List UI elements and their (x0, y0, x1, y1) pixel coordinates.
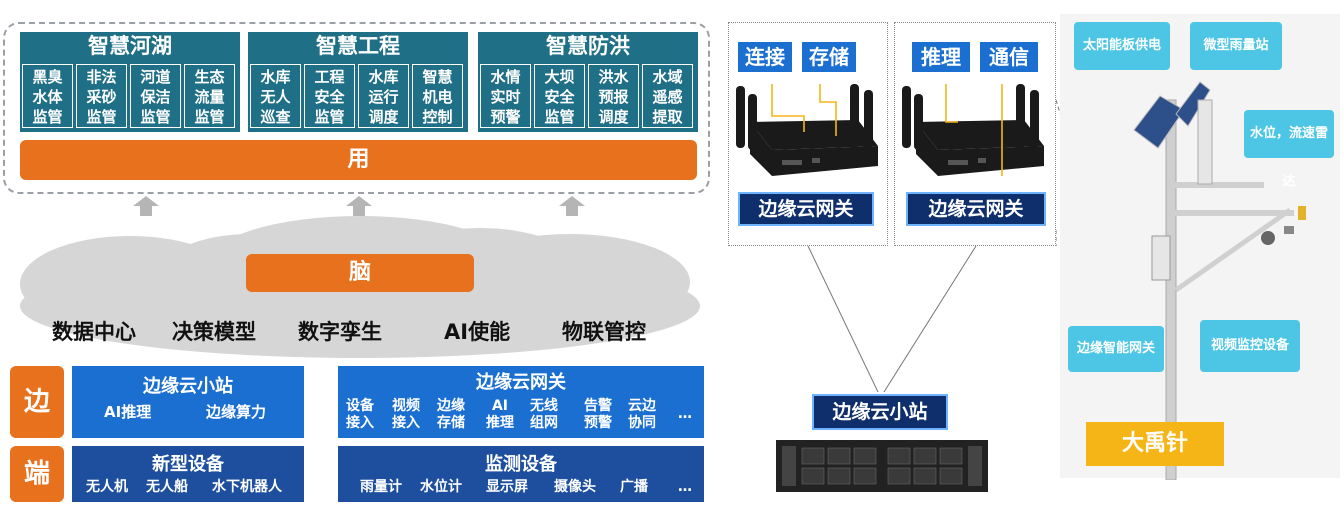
brain-label: 脑 (246, 254, 474, 292)
gateway-item: 无线 组网 (530, 398, 558, 431)
router-icon (902, 84, 1044, 176)
capability-digital-twin: 数字孪生 (298, 320, 382, 344)
app-item: 水库 运行 调度 (358, 64, 409, 128)
gateway-item: 视频 接入 (392, 398, 420, 431)
capability-data-center: 数据中心 (52, 320, 136, 344)
tag-connect: 连接 (736, 40, 794, 74)
edge-gateway-title: 边缘云网关 (476, 372, 566, 393)
app-item: 智慧 机电 控制 (412, 64, 463, 128)
arrow-up-icon (346, 196, 372, 216)
gateway-label-1: 边缘云网关 (738, 192, 874, 226)
callout-solar-power: 太阳能板供电 (1074, 22, 1170, 70)
tag-storage: 存储 (800, 40, 858, 74)
app-group-title: 智慧防洪 (546, 34, 630, 58)
device-item: 无人机 (86, 479, 128, 495)
monitoring-item: 显示屏 (486, 479, 528, 495)
gateway-item: 告警 预警 (584, 398, 612, 431)
pole-name-label: 大禹针 (1086, 422, 1224, 466)
callout-edge-gateway: 边缘智能网关 (1068, 326, 1164, 372)
gateway-panel-2 (894, 22, 1056, 246)
app-item: 生态 流量 监管 (184, 64, 235, 128)
app-group-smart-engineering: 智慧工程 水库 无人 巡查 工程 安全 监管 水库 运行 调度 智慧 机电 控制 (248, 32, 468, 132)
monitoring-item: … (678, 479, 692, 495)
application-bar: 用 (20, 140, 697, 180)
tag-communication: 通信 (978, 40, 1040, 74)
monitoring-devices-box: 监测设备 雨量计 水位计 显示屏 摄像头 广播 … (338, 446, 704, 502)
capability-ai-enablement: AI使能 (444, 320, 511, 344)
app-group-smart-rivers: 智慧河湖 黑臭 水体 监管 非法 采砂 监管 河道 保洁 监管 生态 流量 监管 (20, 32, 240, 132)
monitoring-item: 摄像头 (554, 479, 596, 495)
callout-water-level-radar: 水位，流速雷达 (1244, 110, 1334, 189)
edge-station-box: 边缘云小站 AI推理 边缘算力 (72, 366, 304, 438)
edge-station-label: 边缘云小站 (812, 394, 948, 430)
edge-station-title: 边缘云小站 (143, 376, 233, 397)
app-item: 非法 采砂 监管 (76, 64, 127, 128)
capability-iot-control: 物联管控 (562, 320, 646, 344)
monitoring-devices-title: 监测设备 (485, 454, 557, 475)
app-item: 大坝 安全 监管 (534, 64, 585, 128)
monitoring-item: 雨量计 (360, 479, 402, 495)
app-item: 水情 实时 预警 (480, 64, 531, 128)
app-item: 黑臭 水体 监管 (22, 64, 73, 128)
monitoring-pole-icon (1133, 81, 1306, 480)
gateway-panel-1 (728, 22, 888, 246)
device-item: 无人船 (146, 479, 188, 495)
gateway-item: 边缘 存储 (437, 398, 465, 431)
router-icon (736, 84, 878, 176)
callout-rain-gauge-station: 微型雨量站 (1190, 22, 1282, 70)
app-item: 河道 保洁 监管 (130, 64, 181, 128)
app-item: 工程 安全 监管 (304, 64, 355, 128)
app-item: 水库 无人 巡查 (250, 64, 301, 128)
tag-inference: 推理 (910, 40, 972, 74)
gateway-item: AI 推理 (486, 398, 514, 431)
monitoring-item: 水位计 (420, 479, 462, 495)
gateway-item: 云边 协同 (628, 398, 656, 431)
gateway-item: 设备 接入 (346, 398, 374, 431)
edge-gateway-box: 边缘云网关 设备 接入 视频 接入 边缘 存储 AI 推理 无线 组网 告警 预… (338, 366, 704, 438)
monitoring-item: 广播 (620, 479, 648, 495)
arrow-up-icon (559, 196, 585, 216)
callout-video-surveillance: 视频监控设备 (1200, 320, 1300, 372)
app-item: 洪水 预报 调度 (588, 64, 639, 128)
gateway-item: … (678, 406, 692, 422)
app-item: 水域 遥感 提取 (642, 64, 693, 128)
application-layer-frame (3, 22, 710, 194)
capability-decision-model: 决策模型 (172, 320, 256, 344)
new-devices-title: 新型设备 (152, 454, 224, 475)
connector-lines (807, 245, 977, 393)
edge-side-label: 边 (10, 366, 64, 438)
device-item: 水下机器人 (212, 479, 282, 495)
station-item: AI推理 (104, 403, 152, 421)
end-side-label: 端 (10, 446, 64, 502)
app-group-smart-flood-control: 智慧防洪 水情 实时 预警 大坝 安全 监管 洪水 预报 调度 水域 遥感 提取 (478, 32, 698, 132)
station-item: 边缘算力 (206, 403, 267, 421)
new-devices-box: 新型设备 无人机 无人船 水下机器人 (72, 446, 304, 502)
gateway-label-2: 边缘云网关 (906, 192, 1046, 226)
app-group-title: 智慧工程 (316, 34, 400, 58)
server-icon (776, 440, 988, 492)
app-group-title: 智慧河湖 (88, 34, 172, 58)
arrow-up-icon (133, 196, 159, 216)
